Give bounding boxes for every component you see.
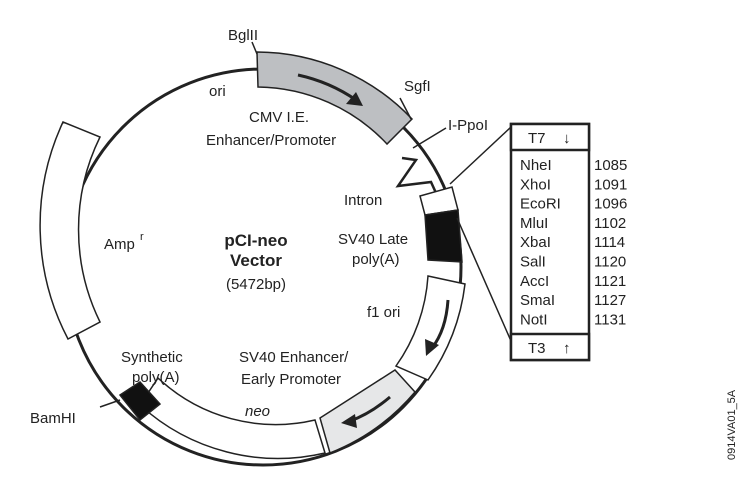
sv40-late-black-segment: [424, 209, 463, 263]
cmv-arrowhead: [346, 92, 363, 106]
vector-size: (5472bp): [226, 276, 286, 293]
ampr-superscript: r: [140, 231, 144, 243]
mcs-site-position: 1120: [594, 254, 626, 271]
i-ppoi-pointer-line: [412, 127, 447, 149]
synthetic-polya-segment: [118, 381, 162, 422]
f1-ori-arrowhead: [425, 339, 439, 356]
vector-name: pCI-neo: [224, 231, 287, 250]
sv40-enhancer-label-line1: SV40 Enhancer/: [239, 349, 349, 366]
mcs-site-position: 1121: [594, 273, 626, 290]
mcs-site-position: 1102: [594, 215, 626, 232]
mcs-site-position: 1096: [594, 196, 627, 213]
mcs-t7-box: [509, 122, 591, 152]
mcs-site-name: XbaI: [520, 234, 551, 251]
mcs-site-name: NotI: [520, 311, 548, 328]
bglii-label: BglII: [228, 27, 258, 44]
sv40-late-label-line2: poly(A): [352, 251, 400, 268]
intron-label: Intron: [344, 192, 382, 209]
t7-arrow: ↓: [563, 130, 571, 147]
cmv-promoter-segment: [256, 51, 414, 146]
neo-label: neo: [245, 403, 270, 420]
mcs-site-position: 1131: [594, 311, 626, 328]
mcs-box: [509, 122, 591, 362]
t7-label: T7: [528, 130, 546, 147]
mcs-site-name: EcoRI: [520, 196, 561, 213]
f1-ori-segment: [394, 275, 466, 381]
bamhi-label: BamHI: [30, 410, 76, 427]
ampr-label: Amp: [104, 236, 135, 253]
f1-ori-label: f1 ori: [367, 304, 400, 321]
synthetic-polya-label-line2: poly(A): [132, 369, 180, 386]
neo-arrowhead: [341, 414, 357, 428]
t3-label: T3: [528, 340, 546, 357]
mcs-site-position: 1127: [594, 292, 626, 309]
i-ppoi-label: I-PpoI: [448, 117, 488, 134]
sgfi-label: SgfI: [404, 78, 431, 95]
cmv-label-line1: CMV I.E.: [249, 109, 309, 126]
sgfi-pointer-line: [399, 97, 412, 120]
mcs-t3-box: [509, 332, 591, 362]
mcs-callout-line-top: [449, 126, 512, 185]
mcs-site-name: SmaI: [520, 292, 555, 309]
ori-label: ori: [209, 83, 226, 100]
cmv-label-line2: Enhancer/Promoter: [206, 132, 336, 149]
bamhi-pointer-line: [99, 399, 121, 408]
cmv-direction-arrow: [297, 73, 357, 102]
mcs-site-position: 1091: [594, 176, 627, 193]
ampr-segment: [39, 121, 102, 341]
mcs-site-name: NheI: [520, 157, 552, 174]
mcs-site-name: SalI: [520, 254, 546, 271]
sv40-late-label-line1: SV40 Late: [338, 231, 408, 248]
mcs-callout-line-bottom: [456, 217, 512, 342]
figure-id: 0914VA01_5A: [726, 389, 738, 460]
intron-zigzag: [395, 156, 438, 194]
vector-word: Vector: [230, 251, 282, 270]
neo-white-segment: [139, 376, 326, 460]
bglii-pointer-line: [251, 41, 258, 55]
mcs-site-position: 1085: [594, 157, 627, 174]
mcs-site-position: 1114: [594, 234, 625, 251]
mcs-site-name: AccI: [520, 273, 549, 290]
mcs-site-name: XhoI: [520, 176, 551, 193]
sv40-enhancer-label-line2: Early Promoter: [241, 371, 341, 388]
mcs-site-name: MluI: [520, 215, 548, 232]
t3-arrow: ↑: [563, 340, 571, 357]
synthetic-polya-label-line1: Synthetic: [121, 349, 183, 366]
